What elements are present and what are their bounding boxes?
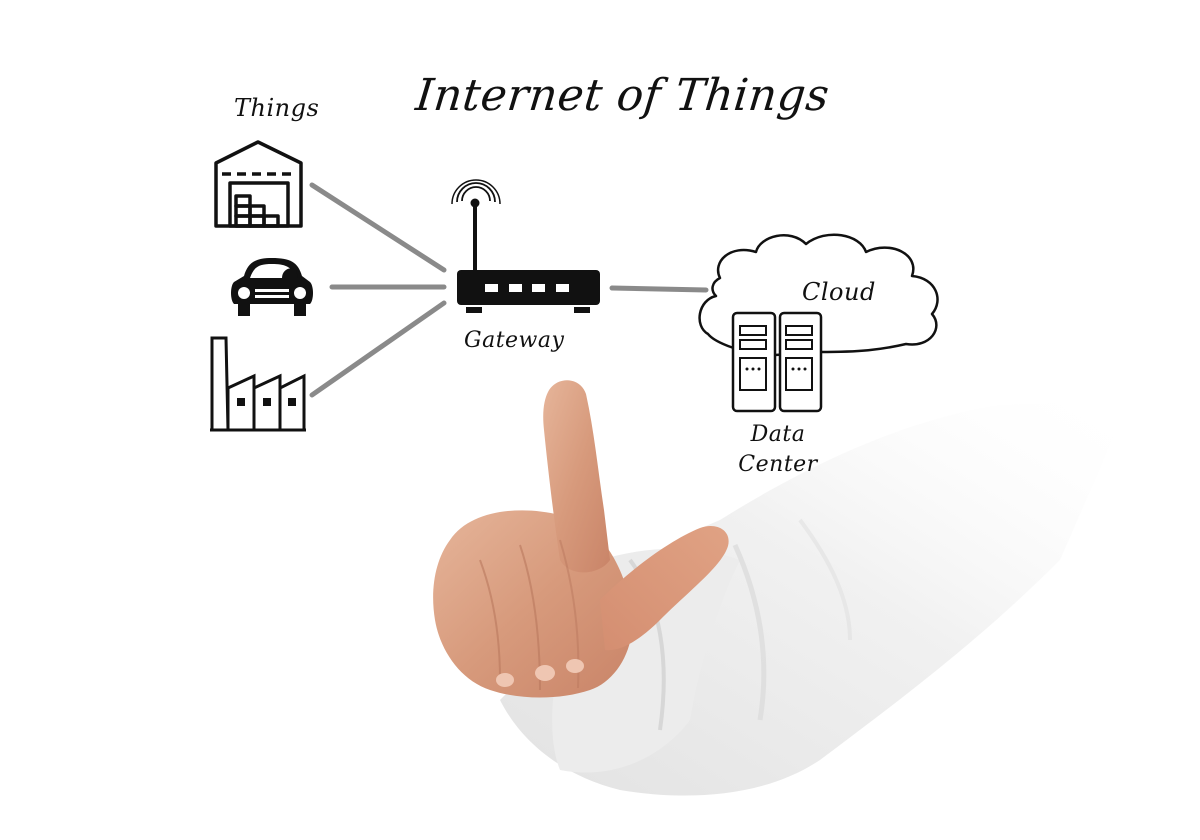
- data-center-label-line2: Center: [738, 452, 818, 477]
- cloud-label: Cloud: [802, 278, 876, 306]
- gateway-label: Gateway: [464, 328, 565, 353]
- connector-factory-gateway: [309, 300, 447, 398]
- data-center-label: Data Center: [728, 420, 828, 480]
- data-center-label-line1: Data: [750, 422, 806, 447]
- connector-warehouse-gateway: [309, 182, 447, 273]
- factory-window: [237, 398, 245, 406]
- diagram-title: Internet of Things: [413, 70, 832, 121]
- things-label: Things: [234, 94, 320, 122]
- factory-window: [288, 398, 296, 406]
- factory-window: [263, 398, 271, 406]
- connector-gateway-cloud: [609, 285, 709, 293]
- hand: [433, 380, 729, 698]
